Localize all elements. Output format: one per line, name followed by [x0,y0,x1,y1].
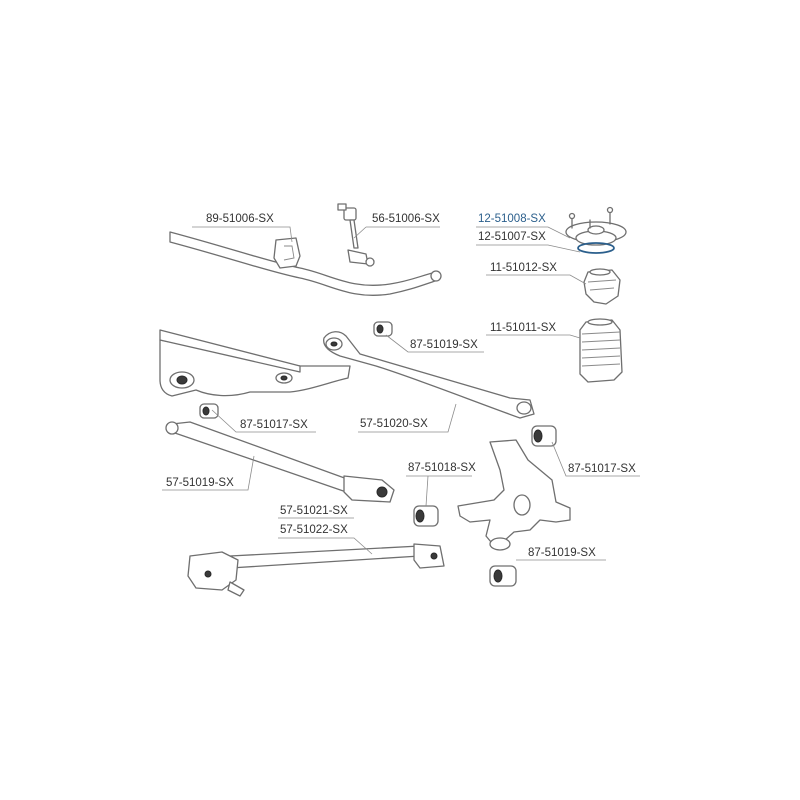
label-11-51011-sx[interactable]: 11-51011-SX [490,322,556,334]
lower-arm-bushing[interactable] [199,403,219,419]
knuckle-bushing-middle[interactable] [413,505,439,527]
steering-knuckle[interactable] [457,439,571,551]
label-12-51008-sx[interactable]: 12-51008-SX [478,213,546,225]
stabilizer-bar[interactable] [169,231,442,296]
knuckle-bushing-lower[interactable] [489,565,517,587]
label-87-51018-sx[interactable]: 87-51018-SX [408,462,476,474]
label-57-51020-sx[interactable]: 57-51020-SX [360,418,428,430]
strut-top-mount[interactable] [565,206,627,254]
label-57-51021-sx[interactable]: 57-51021-SX [280,505,348,517]
dust-boot[interactable] [579,318,623,383]
upper-arm-bushing[interactable] [373,321,393,337]
label-57-51019-sx[interactable]: 57-51019-SX [166,477,234,489]
stabilizer-bushing[interactable] [273,237,301,269]
label-11-51012-sx[interactable]: 11-51012-SX [490,262,557,274]
label-57-51022-sx[interactable]: 57-51022-SX [280,524,348,536]
label-87-51017-sx-right[interactable]: 87-51017-SX [568,463,636,475]
stabilizer-link[interactable] [337,203,375,267]
label-89-51006-sx[interactable]: 89-51006-SX [206,213,274,225]
label-87-51019-sx-bottom[interactable]: 87-51019-SX [528,547,596,559]
label-87-51019-sx-top[interactable]: 87-51019-SX [410,339,478,351]
leader-lines [162,226,640,561]
trailing-link[interactable] [187,543,445,597]
bump-stop[interactable] [583,268,621,305]
lower-control-arm[interactable] [165,421,395,503]
knuckle-bushing-right[interactable] [531,425,557,447]
subframe[interactable] [159,329,351,397]
part-labels: 89-51006-SX 56-51006-SX 12-51008-SX 12-5… [166,213,636,559]
label-12-51007-sx[interactable]: 12-51007-SX [478,231,546,243]
label-87-51017-sx-left[interactable]: 87-51017-SX [240,419,308,431]
upper-control-arm[interactable] [323,331,535,419]
label-56-51006-sx[interactable]: 56-51006-SX [372,213,440,225]
highlighted-seal-ring [577,242,615,254]
